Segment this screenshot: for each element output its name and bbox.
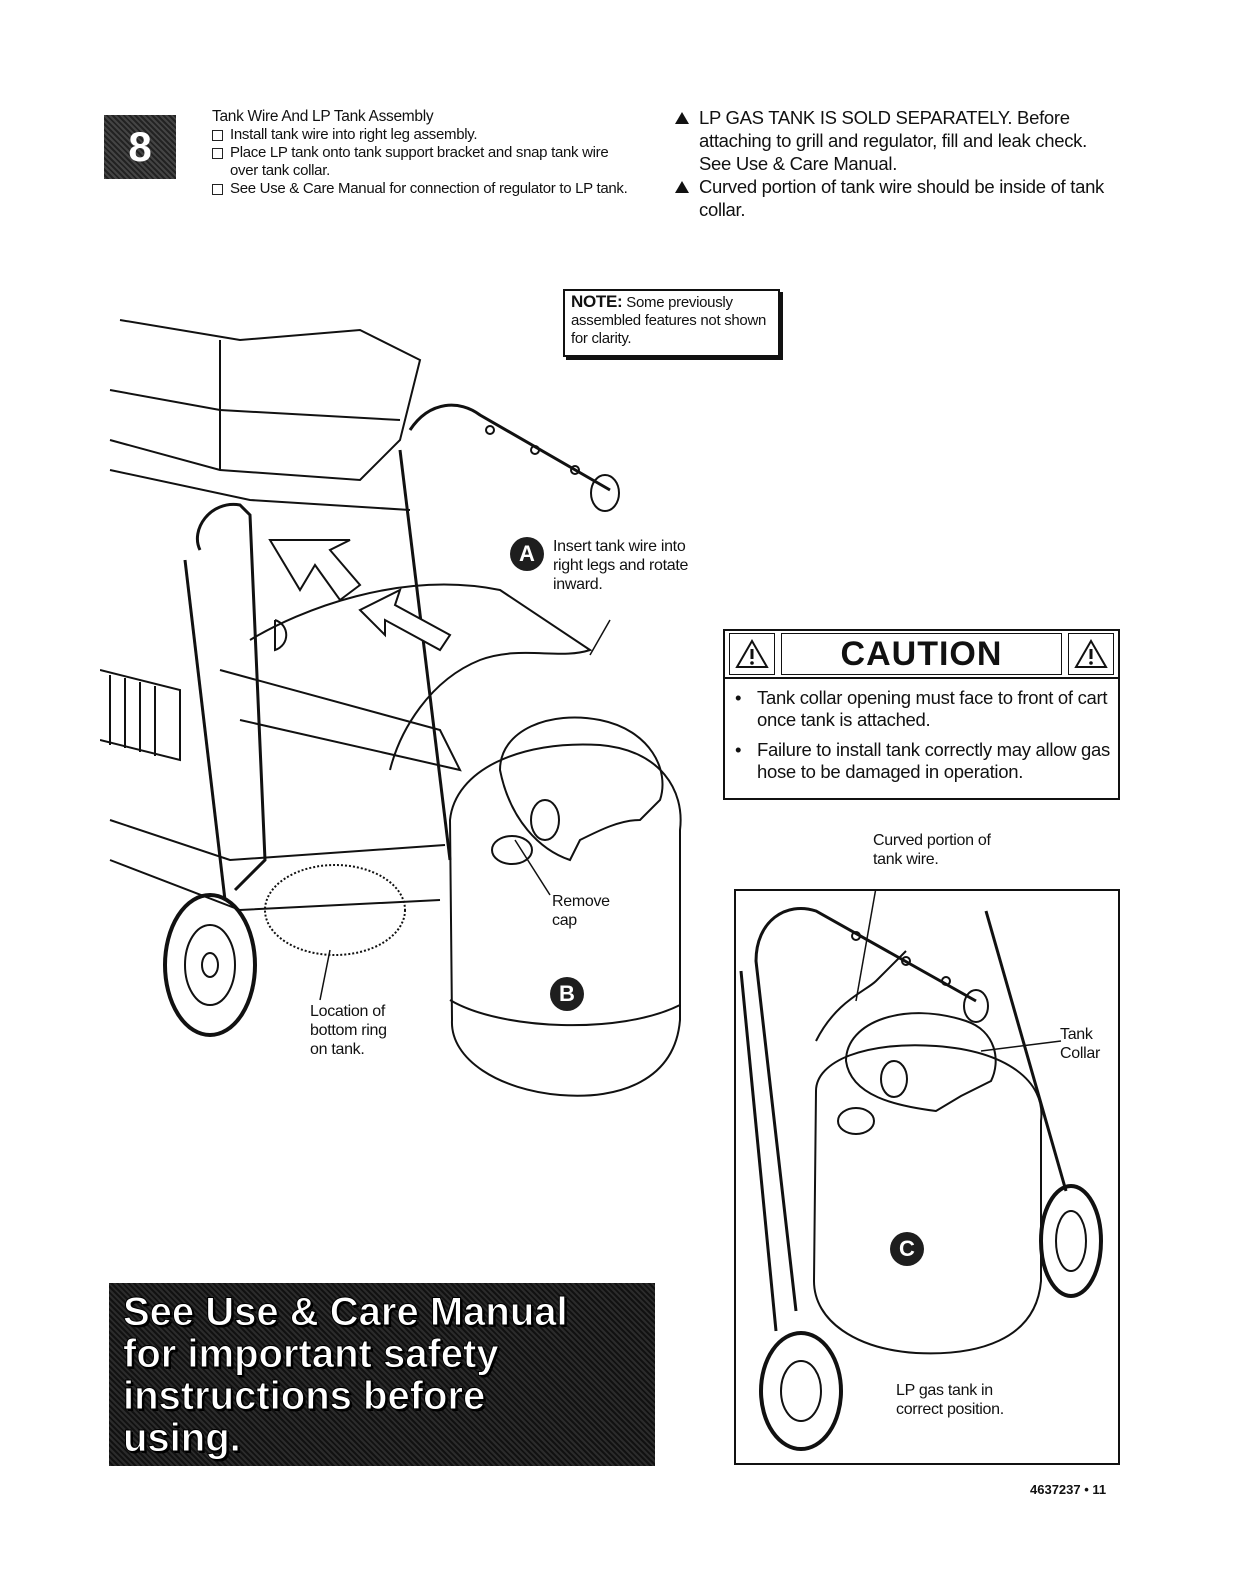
safety-banner: See Use & Care Manual for important safe… [109,1283,655,1466]
remove-cap-label: Remove cap [552,893,610,929]
warning-triangle-icon [1068,633,1114,675]
safety-banner-line: for important safety [123,1332,500,1376]
safety-banner-line: instructions before [123,1374,486,1418]
caution-body: •Tank collar opening must face to front … [735,687,1110,791]
instructions: Tank Wire And LP Tank Assembly Install t… [212,108,632,198]
warning-triangle-icon [675,181,689,193]
callout-c-badge: C [890,1232,924,1266]
bullet-icon: • [735,739,742,760]
tank-collar-label: Tank Collar [1060,1026,1100,1062]
instructions-title: Tank Wire And LP Tank Assembly [212,108,434,125]
lp-tank-illustration [739,830,1103,1451]
instruction-item: Install tank wire into right leg assembl… [212,126,632,144]
caution-item: •Tank collar opening must face to front … [735,687,1108,730]
step-number-badge: 8 [104,115,176,179]
grill-illustration [100,319,682,1097]
warning-triangle-icon [729,633,775,675]
checkbox-icon [212,184,223,195]
inset-illustration-box: C Tank Collar LP gas tank in correct pos… [734,830,1120,1465]
step-number: 8 [128,123,152,170]
callout-b-badge: B [550,977,584,1011]
caution-box: CAUTION •Tank collar opening must face t… [723,629,1120,800]
caution-title: CAUTION [781,633,1062,675]
safety-banner-line: using. [123,1416,242,1460]
safety-banner-line: See Use & Care Manual [123,1290,569,1334]
warning-triangle-icon [675,112,689,124]
note-text: Some previously assembled features not s… [571,294,767,347]
warnings: LP GAS TANK IS SOLD SEPARATELY. Before a… [675,106,1105,221]
callout-a-text: Insert tank wire into right legs and rot… [553,538,689,593]
note-label: NOTE: [571,292,623,311]
warning-item: Curved portion of tank wire should be in… [675,175,1105,221]
instruction-item: Place LP tank onto tank support bracket … [212,144,632,180]
bullet-icon: • [735,687,742,708]
bottom-ring-label: Location of bottom ring on tank. [310,1003,387,1058]
caution-header: CAUTION [725,631,1118,679]
page-number: 4637237 • 11 [1030,1482,1107,1497]
caution-item: •Failure to install tank correctly may a… [735,739,1110,782]
checkbox-icon [212,148,223,159]
correct-position-label: LP gas tank in correct position. [896,1382,1004,1418]
callout-a-badge: A [510,537,544,571]
checkbox-icon [212,130,223,141]
curved-portion-label: Curved portion of tank wire. [873,832,991,868]
note-box: NOTE: Some previously assembled features… [563,289,780,357]
warning-item: LP GAS TANK IS SOLD SEPARATELY. Before a… [675,106,1105,175]
instruction-item: See Use & Care Manual for connection of … [212,180,632,198]
